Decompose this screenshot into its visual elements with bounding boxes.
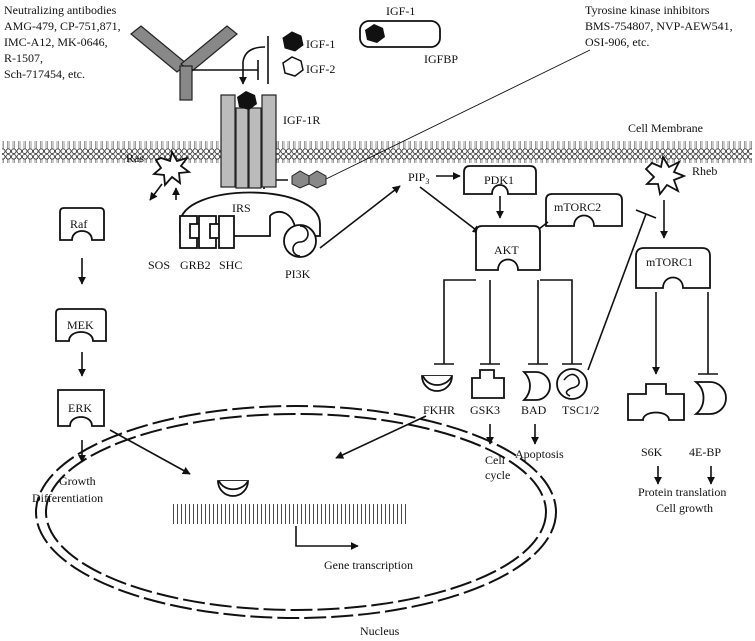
igfbp-igf1-label: IGF-1 (386, 4, 415, 18)
tsc-label: TSC1/2 (562, 403, 599, 417)
irs-label: IRS (232, 201, 251, 215)
nucleus-envelope-inner (45, 413, 547, 611)
mtorc1-label: mTORC1 (646, 255, 693, 269)
cell-growth-label: Cell growth (656, 501, 713, 515)
igf1-legend-label: IGF-1 (306, 37, 335, 51)
pi3k-label: PI3K (285, 267, 311, 281)
neutralizing-line-3: R-1507, (4, 51, 43, 65)
pip3-label: PIP3 (408, 170, 429, 186)
fkhr-cup-detail (422, 375, 453, 386)
igf2-legend-label: IGF-2 (306, 62, 335, 76)
mtorc2-node (545, 193, 623, 227)
nucleus-envelope-outer (35, 405, 557, 619)
apoptosis-label: Apoptosis (515, 447, 564, 461)
s6k-node (627, 383, 685, 421)
igf1r-receptor (220, 94, 277, 189)
gene-transcription-label: Gene transcription (324, 558, 413, 572)
raf-label: Raf (70, 217, 87, 231)
mek-node (55, 308, 107, 342)
tsc-rheb-inhibit-bar (635, 209, 657, 219)
igf1r-label: IGF-1R (283, 113, 320, 127)
transcription-factor-cup (218, 480, 249, 491)
sos-grb2-shc-complex (179, 215, 235, 249)
differentiation-label: Differentiation (32, 491, 103, 505)
akt-fkhr-inhibit-line (443, 279, 476, 364)
bound-igf1-hexagon-icon (237, 91, 257, 110)
tki-pointer-line (325, 49, 591, 180)
ras-label: Ras (126, 151, 144, 165)
cycle-label: cycle (485, 468, 510, 482)
pi3k-node (283, 224, 317, 258)
growth-label: Growth (59, 474, 96, 488)
gsk3-node (471, 369, 505, 399)
rheb-burst-icon (644, 154, 687, 197)
4ebp-node (693, 381, 727, 415)
tsc-inner-curve (563, 373, 580, 397)
pi3k-inner-curve (292, 225, 309, 257)
neutralizing-line-1: AMG-479, CP-751,871, (4, 19, 121, 33)
antibody-icon (130, 25, 238, 101)
ras-to-raf-arrow (149, 183, 163, 201)
sos-label: SOS (148, 258, 170, 272)
ligand-binding-arrow (239, 46, 266, 85)
s6k-label: S6K (641, 445, 663, 459)
erk-label: ERK (68, 401, 92, 415)
tsc-rheb-inhibit-line (587, 213, 647, 371)
pdk1-label: PDK1 (484, 173, 514, 187)
igfbp-igf1-icon (365, 24, 385, 43)
tki-line-1: BMS-754807, NVP-AEW541, (585, 19, 733, 33)
mtorc1-node (635, 247, 711, 289)
akt-node (475, 225, 541, 271)
pi3k-to-pip3-arrow (319, 185, 401, 249)
neutralizing-antibodies-text: Neutralizing antibodies AMG-479, CP-751,… (4, 3, 121, 81)
tsc-node (556, 368, 588, 400)
igfbp-label: IGFBP (424, 52, 458, 66)
akt-tsc-inhibit-line (540, 279, 573, 364)
fkhr-to-nucleus-arrow (335, 415, 427, 459)
ras-burst-icon (151, 149, 192, 188)
protein-translation-label: Protein translation (638, 485, 726, 499)
pdk1-node (463, 165, 537, 195)
bad-node (521, 371, 551, 401)
dna-strand (170, 504, 406, 524)
igf1-hexagon-icon (282, 31, 304, 52)
fkhr-label: FKHR (423, 403, 455, 417)
tki-line-2: OSI-906, etc. (585, 35, 649, 49)
pip3-to-akt-arrow (419, 186, 481, 234)
raf-node (59, 207, 105, 241)
erk-node (57, 389, 105, 427)
nucleus-label: Nucleus (360, 624, 400, 638)
shc-label: SHC (219, 258, 242, 272)
tki-text: Tyrosine kinase inhibitors BMS-754807, N… (585, 3, 733, 49)
akt-label: AKT (494, 243, 519, 257)
gsk3-label: GSK3 (470, 403, 500, 417)
cell-label: Cell (485, 453, 506, 467)
erk-to-nucleus-arrow (109, 429, 191, 475)
transcription-arrow (295, 526, 359, 550)
mtorc2-label: mTORC2 (554, 200, 601, 214)
cell-membrane-label: Cell Membrane (628, 121, 703, 135)
neutralizing-line-4: Sch-717454, etc. (4, 67, 85, 81)
tki-heading: Tyrosine kinase inhibitors (585, 3, 710, 17)
grb2-label: GRB2 (180, 258, 211, 272)
neutralizing-heading: Neutralizing antibodies (4, 3, 117, 17)
cell-membrane (2, 141, 752, 163)
tki-drug-icon (291, 170, 327, 189)
4ebp-label: 4E-BP (689, 445, 721, 459)
igf2-hexagon-icon (282, 56, 304, 77)
rheb-label: Rheb (692, 164, 717, 178)
mek-label: MEK (67, 318, 94, 332)
bad-label: BAD (521, 403, 547, 417)
neutralizing-line-2: IMC-A12, MK-0646, (4, 35, 108, 49)
